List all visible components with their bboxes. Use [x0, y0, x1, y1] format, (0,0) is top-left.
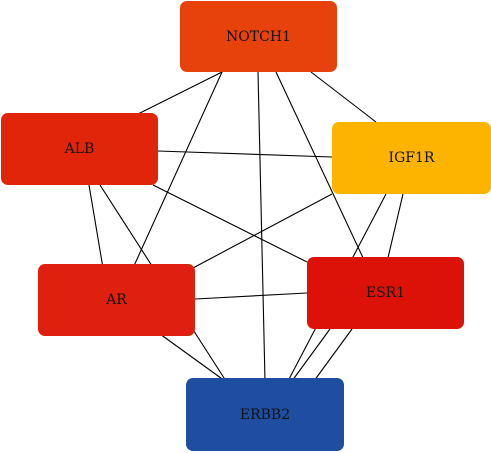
node-alb-box — [1, 113, 158, 185]
node-esr1-label: ESR1 — [366, 285, 405, 301]
node-ar[interactable]: AR — [38, 264, 195, 336]
edge-alb-ar — [88, 184, 104, 269]
node-igf1r-box — [332, 122, 491, 194]
edge-ar-erbb2 — [159, 333, 226, 382]
edge-alb-esr1 — [152, 184, 308, 263]
edge-notch1-alb — [131, 71, 223, 118]
node-alb-label: ALB — [64, 141, 95, 157]
node-erbb2-box — [186, 378, 344, 451]
node-esr1[interactable]: ESR1 — [307, 257, 464, 329]
edge-notch1-ar — [132, 71, 223, 269]
edge-esr1-erbb2 — [291, 328, 331, 382]
node-alb[interactable]: ALB — [1, 113, 158, 185]
node-erbb2-label: ERBB2 — [240, 407, 290, 423]
edge-igf1r-ar — [192, 193, 333, 269]
node-igf1r-label: IGF1R — [389, 150, 435, 166]
edge-ar-esr1 — [194, 292, 308, 300]
node-ar-label: AR — [105, 292, 127, 308]
node-erbb2[interactable]: ERBB2 — [186, 378, 344, 451]
node-esr1-box — [307, 257, 464, 329]
edge-notch1-igf1r — [310, 71, 377, 123]
node-notch1[interactable]: NOTCH1 — [180, 1, 337, 72]
edge-alb-igf1r — [157, 150, 333, 158]
edge-esr1-erbb2-b — [313, 328, 353, 382]
edge-layer — [88, 71, 404, 382]
node-igf1r[interactable]: IGF1R — [332, 122, 491, 194]
node-notch1-label: NOTCH1 — [226, 29, 291, 45]
edge-notch1-esr1 — [275, 71, 366, 263]
node-notch1-box — [180, 1, 337, 72]
node-ar-box — [38, 264, 195, 336]
edge-notch1-erbb2 — [257, 71, 266, 382]
edge-igf1r-esr1 — [386, 193, 404, 263]
